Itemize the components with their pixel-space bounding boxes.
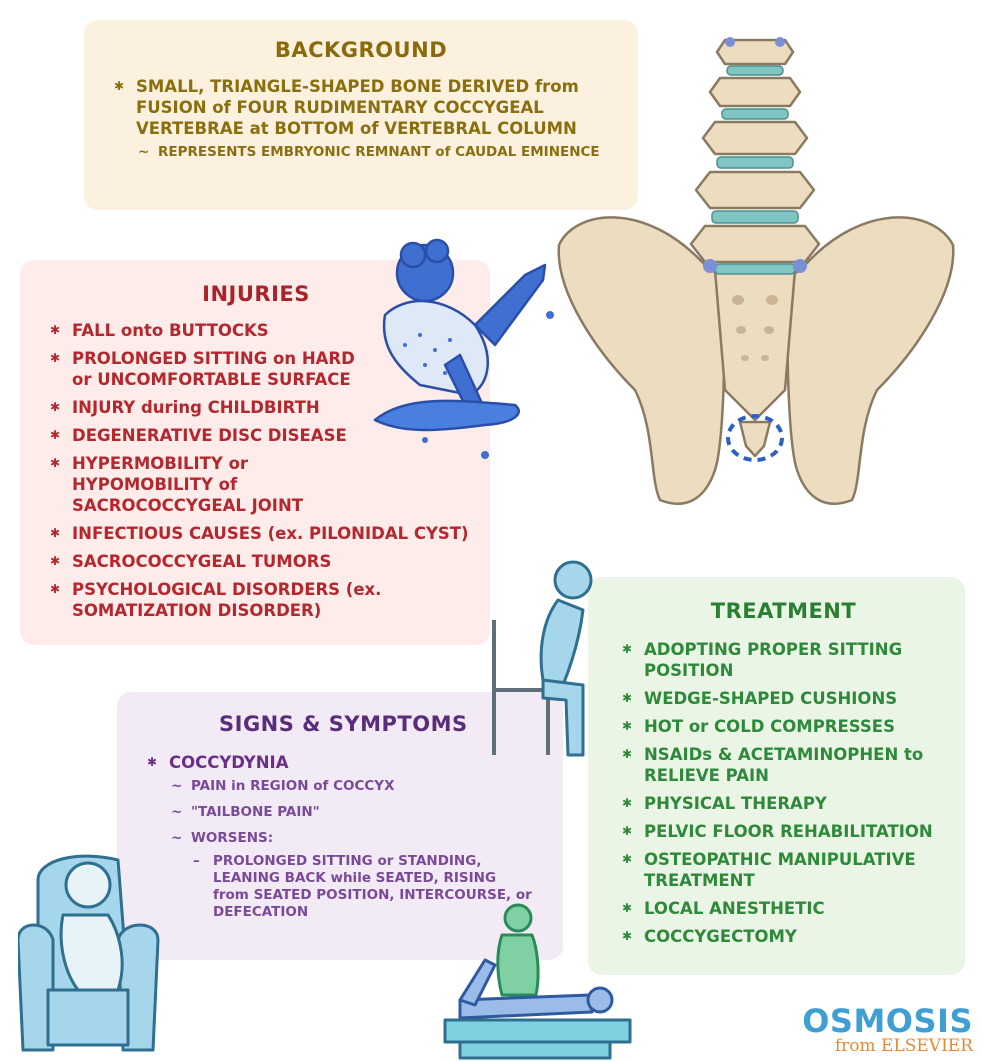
signs-panel: SIGNS & SYMPTOMS COCCYDYNIA PAIN in REGI…: [117, 692, 563, 960]
signs-title: SIGNS & SYMPTOMS: [219, 712, 468, 736]
worsens-label: WORSENS:: [191, 830, 274, 846]
list-item: ADOPTING PROPER SITTING POSITION: [622, 639, 914, 681]
armchair-person-illustration: [18, 854, 160, 1052]
injuries-list: FALL onto BUTTOCKS PROLONGED SITTING on …: [50, 320, 469, 621]
osmosis-logo: OSMOSIS from ELSEVIER: [802, 1002, 973, 1056]
logo-brand: OSMOSIS: [802, 1002, 973, 1040]
treatment-panel: TREATMENT ADOPTING PROPER SITTING POSITI…: [588, 577, 965, 975]
background-item-text: SMALL, TRIANGLE-SHAPED BONE DERIVED from…: [136, 77, 579, 138]
list-item: HOT or COLD COMPRESSES: [622, 716, 945, 737]
list-item: PHYSICAL THERAPY: [622, 793, 945, 814]
list-item: INJURY during CHILDBIRTH: [50, 397, 370, 418]
sitting-person-illustration: [492, 560, 593, 757]
list-item: INFECTIOUS CAUSES (ex. PILONIDAL CYST): [50, 523, 492, 544]
list-item: DEGENERATIVE DISC DISEASE: [50, 425, 370, 446]
list-item: COCCYGECTOMY: [622, 926, 945, 947]
injuries-title: INJURIES: [202, 282, 310, 306]
falling-person-illustration: [373, 238, 554, 459]
logo-from: from ELSEVIER: [834, 1036, 973, 1056]
background-title: BACKGROUND: [274, 38, 448, 62]
list-item: COCCYDYNIA PAIN in REGION of COCCYX "TAI…: [147, 752, 539, 921]
pelvis-spine-illustration: [557, 37, 955, 505]
list-item: NSAIDs & ACETAMINOPHEN to RELIEVE PAIN: [622, 744, 924, 786]
list-item: SMALL, TRIANGLE-SHAPED BONE DERIVED from…: [114, 76, 608, 161]
list-item: PELVIC FLOOR REHABILITATION: [622, 821, 945, 842]
list-item: FALL onto BUTTOCKS: [50, 320, 370, 341]
list-item: PSYCHOLOGICAL DISORDERS (ex. SOMATIZATIO…: [50, 579, 472, 621]
list-subitem-detail: PROLONGED SITTING or STANDING, LEANING B…: [191, 853, 533, 921]
treatment-list: ADOPTING PROPER SITTING POSITION WEDGE-S…: [622, 639, 945, 947]
physical-therapy-illustration: [443, 903, 632, 1060]
signs-list: COCCYDYNIA PAIN in REGION of COCCYX "TAI…: [147, 752, 539, 921]
list-subitem: WORSENS: PROLONGED SITTING or STANDING, …: [169, 829, 539, 921]
coccydynia-label: COCCYDYNIA: [169, 753, 289, 772]
treatment-title: TREATMENT: [710, 599, 857, 623]
list-subitem: "TAILBONE PAIN": [169, 803, 539, 821]
list-item: HYPERMOBILITY or HYPOMOBILITY of SACROCO…: [50, 453, 370, 516]
list-subitem: PAIN in REGION of COCCYX: [169, 777, 539, 795]
background-panel: BACKGROUND SMALL, TRIANGLE-SHAPED BONE D…: [84, 20, 638, 210]
list-subitem: REPRESENTS EMBRYONIC REMNANT of CAUDAL E…: [136, 143, 608, 161]
list-item: LOCAL ANESTHETIC: [622, 898, 945, 919]
list-item: SACROCOCCYGEAL TUMORS: [50, 551, 370, 572]
background-list: SMALL, TRIANGLE-SHAPED BONE DERIVED from…: [114, 76, 608, 161]
list-item: WEDGE-SHAPED CUSHIONS: [622, 688, 945, 709]
list-item: PROLONGED SITTING on HARD or UNCOMFORTAB…: [50, 348, 370, 390]
list-item: OSTEOPATHIC MANIPULATIVE TREATMENT: [622, 849, 934, 891]
